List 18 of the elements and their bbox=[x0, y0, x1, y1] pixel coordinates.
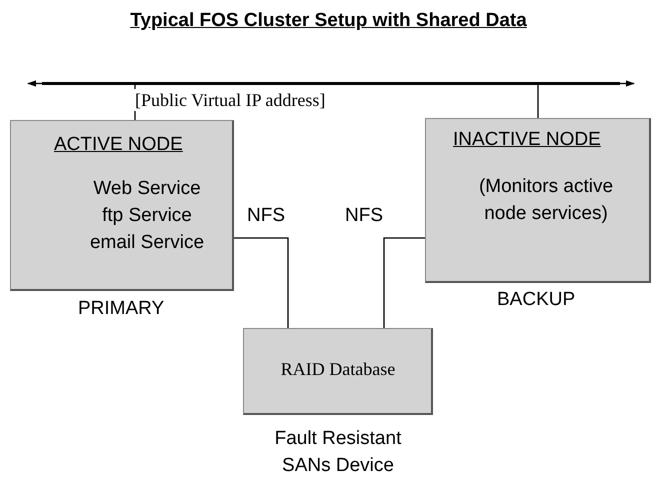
node-caption: Fault Resistant SANs Device bbox=[274, 427, 402, 478]
node-label: RAID Database bbox=[280, 358, 396, 381]
title: Typical FOS Cluster Setup with Shared Data bbox=[129, 10, 528, 32]
connector-line bbox=[383, 237, 425, 328]
network-line bbox=[42, 82, 620, 85]
node-heading: INACTIVE NODE bbox=[453, 128, 601, 152]
node-description: (Monitors active node services) bbox=[478, 175, 614, 226]
arrow bbox=[620, 80, 635, 87]
service-list: Web Service ftp Service email Service bbox=[83, 175, 211, 256]
server-node-box bbox=[425, 118, 651, 283]
storage-box bbox=[243, 328, 433, 415]
arrow bbox=[27, 80, 42, 87]
node-caption: BACKUP bbox=[497, 288, 576, 312]
connector-line bbox=[234, 237, 289, 328]
connector-line bbox=[537, 85, 539, 118]
node-heading: ACTIVE NODE bbox=[54, 133, 183, 157]
server-node-box bbox=[10, 120, 234, 291]
node-caption: PRIMARY bbox=[78, 297, 164, 321]
